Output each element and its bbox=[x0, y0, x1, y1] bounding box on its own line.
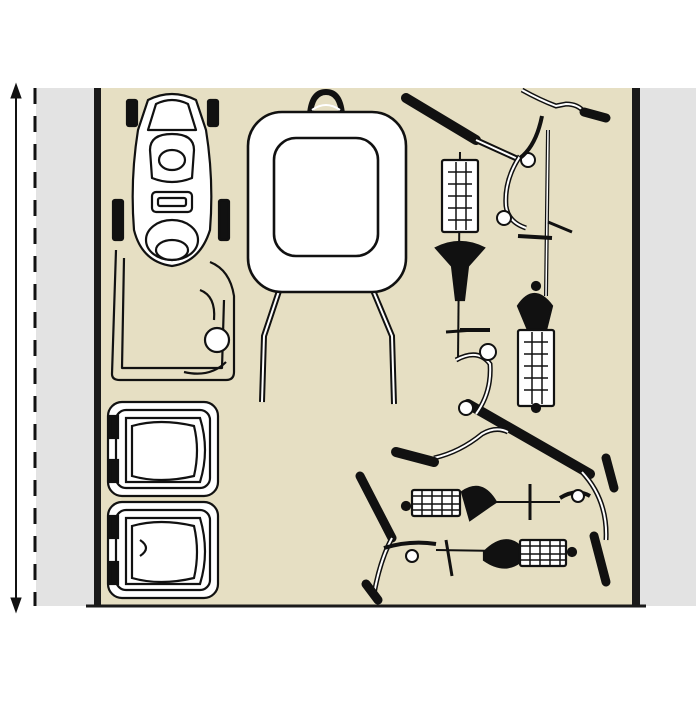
left-side-area bbox=[36, 88, 94, 606]
mower-icon bbox=[110, 92, 236, 382]
left-wall bbox=[94, 88, 101, 606]
handlebar-2 bbox=[391, 328, 595, 479]
right-wall bbox=[632, 88, 640, 606]
bicycle-icon bbox=[355, 471, 578, 605]
right-side-area bbox=[640, 88, 696, 606]
lawn-mower-icon bbox=[106, 400, 220, 498]
bicycle-icon bbox=[434, 151, 486, 361]
bicycle-icon bbox=[516, 87, 611, 414]
lawn-mower-icon bbox=[106, 500, 220, 600]
bicycle-icon bbox=[400, 453, 619, 587]
dimension-arrow bbox=[10, 82, 22, 614]
handlebar-1 bbox=[401, 93, 536, 231]
cover-icon bbox=[246, 88, 408, 405]
